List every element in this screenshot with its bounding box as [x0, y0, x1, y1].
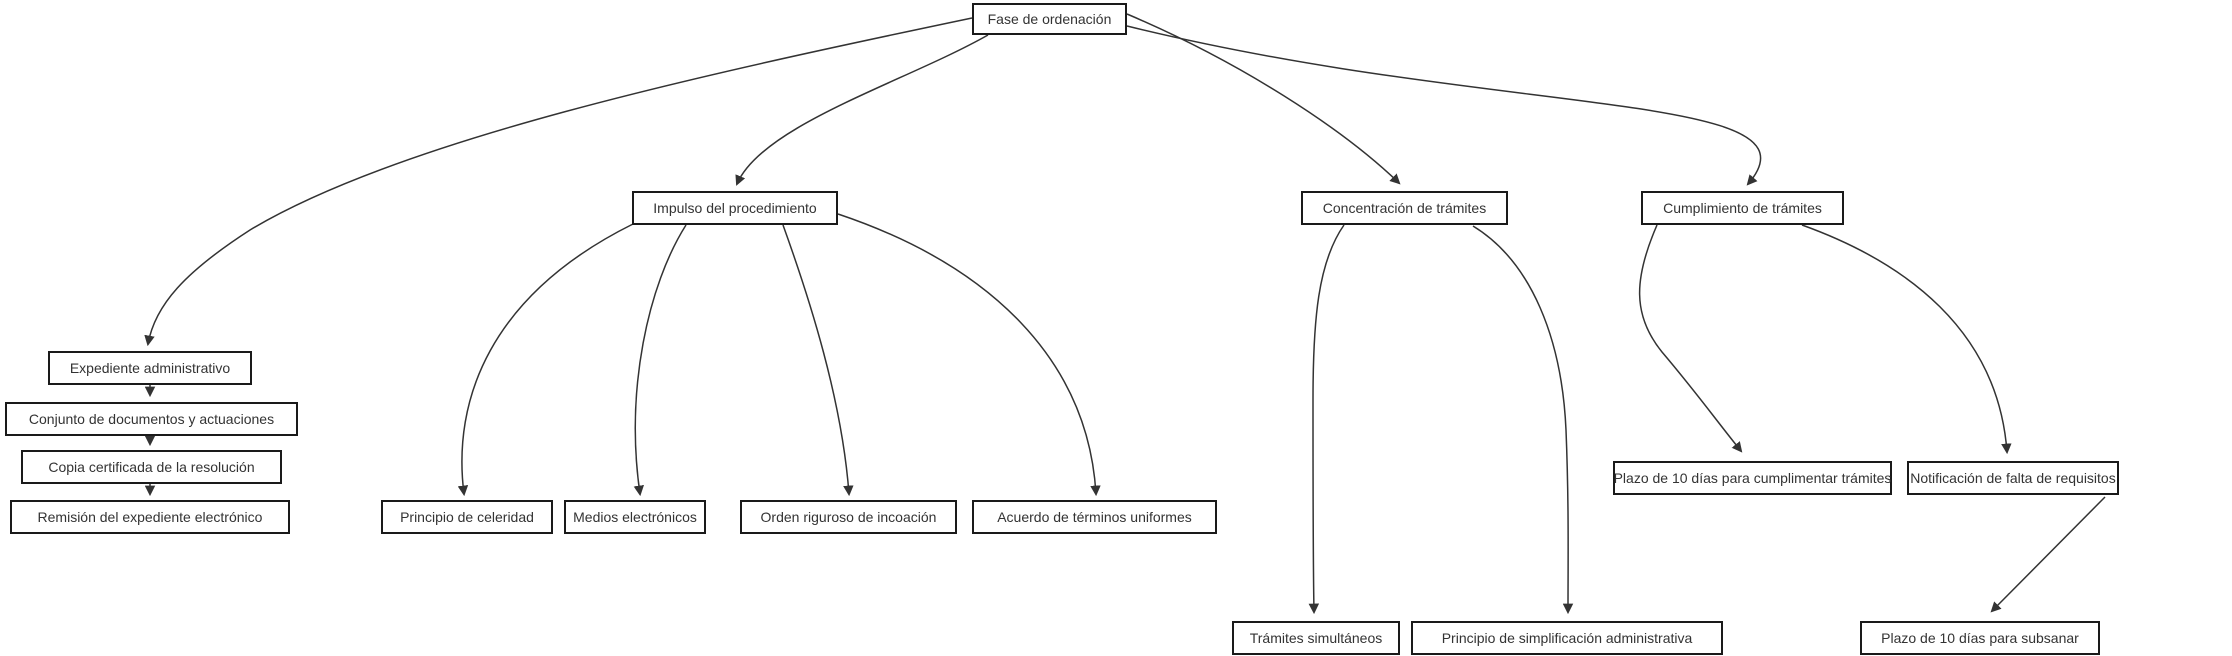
edge-impulso-medios	[633, 224, 687, 497]
node-medios-electronicos: Medios electrónicos	[564, 500, 706, 534]
edge-fase-cumplimiento	[1126, 25, 1762, 186]
node-notificacion-falta-requisitos: Notificación de falta de requisitos	[1907, 461, 2119, 495]
node-principio-simplificacion-administrativa: Principio de simplificación administrati…	[1411, 621, 1723, 655]
node-orden-riguroso-incoacion: Orden riguroso de incoación	[740, 500, 957, 534]
node-copia-certificada: Copia certificada de la resolución	[21, 450, 282, 484]
edge-concentracion-tramites-simultaneos	[1308, 224, 1345, 615]
edge-impulso-celeridad	[457, 223, 634, 497]
edge-cumplimiento-plazo-cumplimentar	[1638, 224, 1743, 453]
edge-fase-impulso	[735, 34, 989, 186]
node-concentracion-de-tramites: Concentración de trámites	[1301, 191, 1508, 225]
node-impulso-del-procedimiento: Impulso del procedimiento	[632, 191, 838, 225]
node-plazo-10-dias-subsanar: Plazo de 10 días para subsanar	[1860, 621, 2100, 655]
node-remision-expediente-electronico: Remisión del expediente electrónico	[10, 500, 290, 534]
node-acuerdo-terminos-uniformes: Acuerdo de términos uniformes	[972, 500, 1217, 534]
node-plazo-10-dias-cumplimentar: Plazo de 10 días para cumplimentar trámi…	[1613, 461, 1892, 495]
edge-fase-concentracion	[1126, 13, 1401, 185]
node-cumplimiento-de-tramites: Cumplimiento de trámites	[1641, 191, 1844, 225]
edge-fase-expediente	[144, 17, 973, 347]
edge-impulso-acuerdo	[837, 213, 1101, 497]
node-fase-de-ordenacion: Fase de ordenación	[972, 3, 1127, 35]
node-principio-de-celeridad: Principio de celeridad	[381, 500, 553, 534]
edge-cumplimiento-notificacion	[1801, 224, 2012, 455]
node-conjunto-de-documentos: Conjunto de documentos y actuaciones	[5, 402, 298, 436]
edge-concentracion-simplificacion	[1472, 225, 1574, 615]
edge-notificacion-plazo-subsanar	[1990, 496, 2106, 613]
node-expediente-administrativo: Expediente administrativo	[48, 351, 252, 385]
edge-impulso-orden	[782, 224, 854, 497]
node-tramites-simultaneos: Trámites simultáneos	[1232, 621, 1400, 655]
